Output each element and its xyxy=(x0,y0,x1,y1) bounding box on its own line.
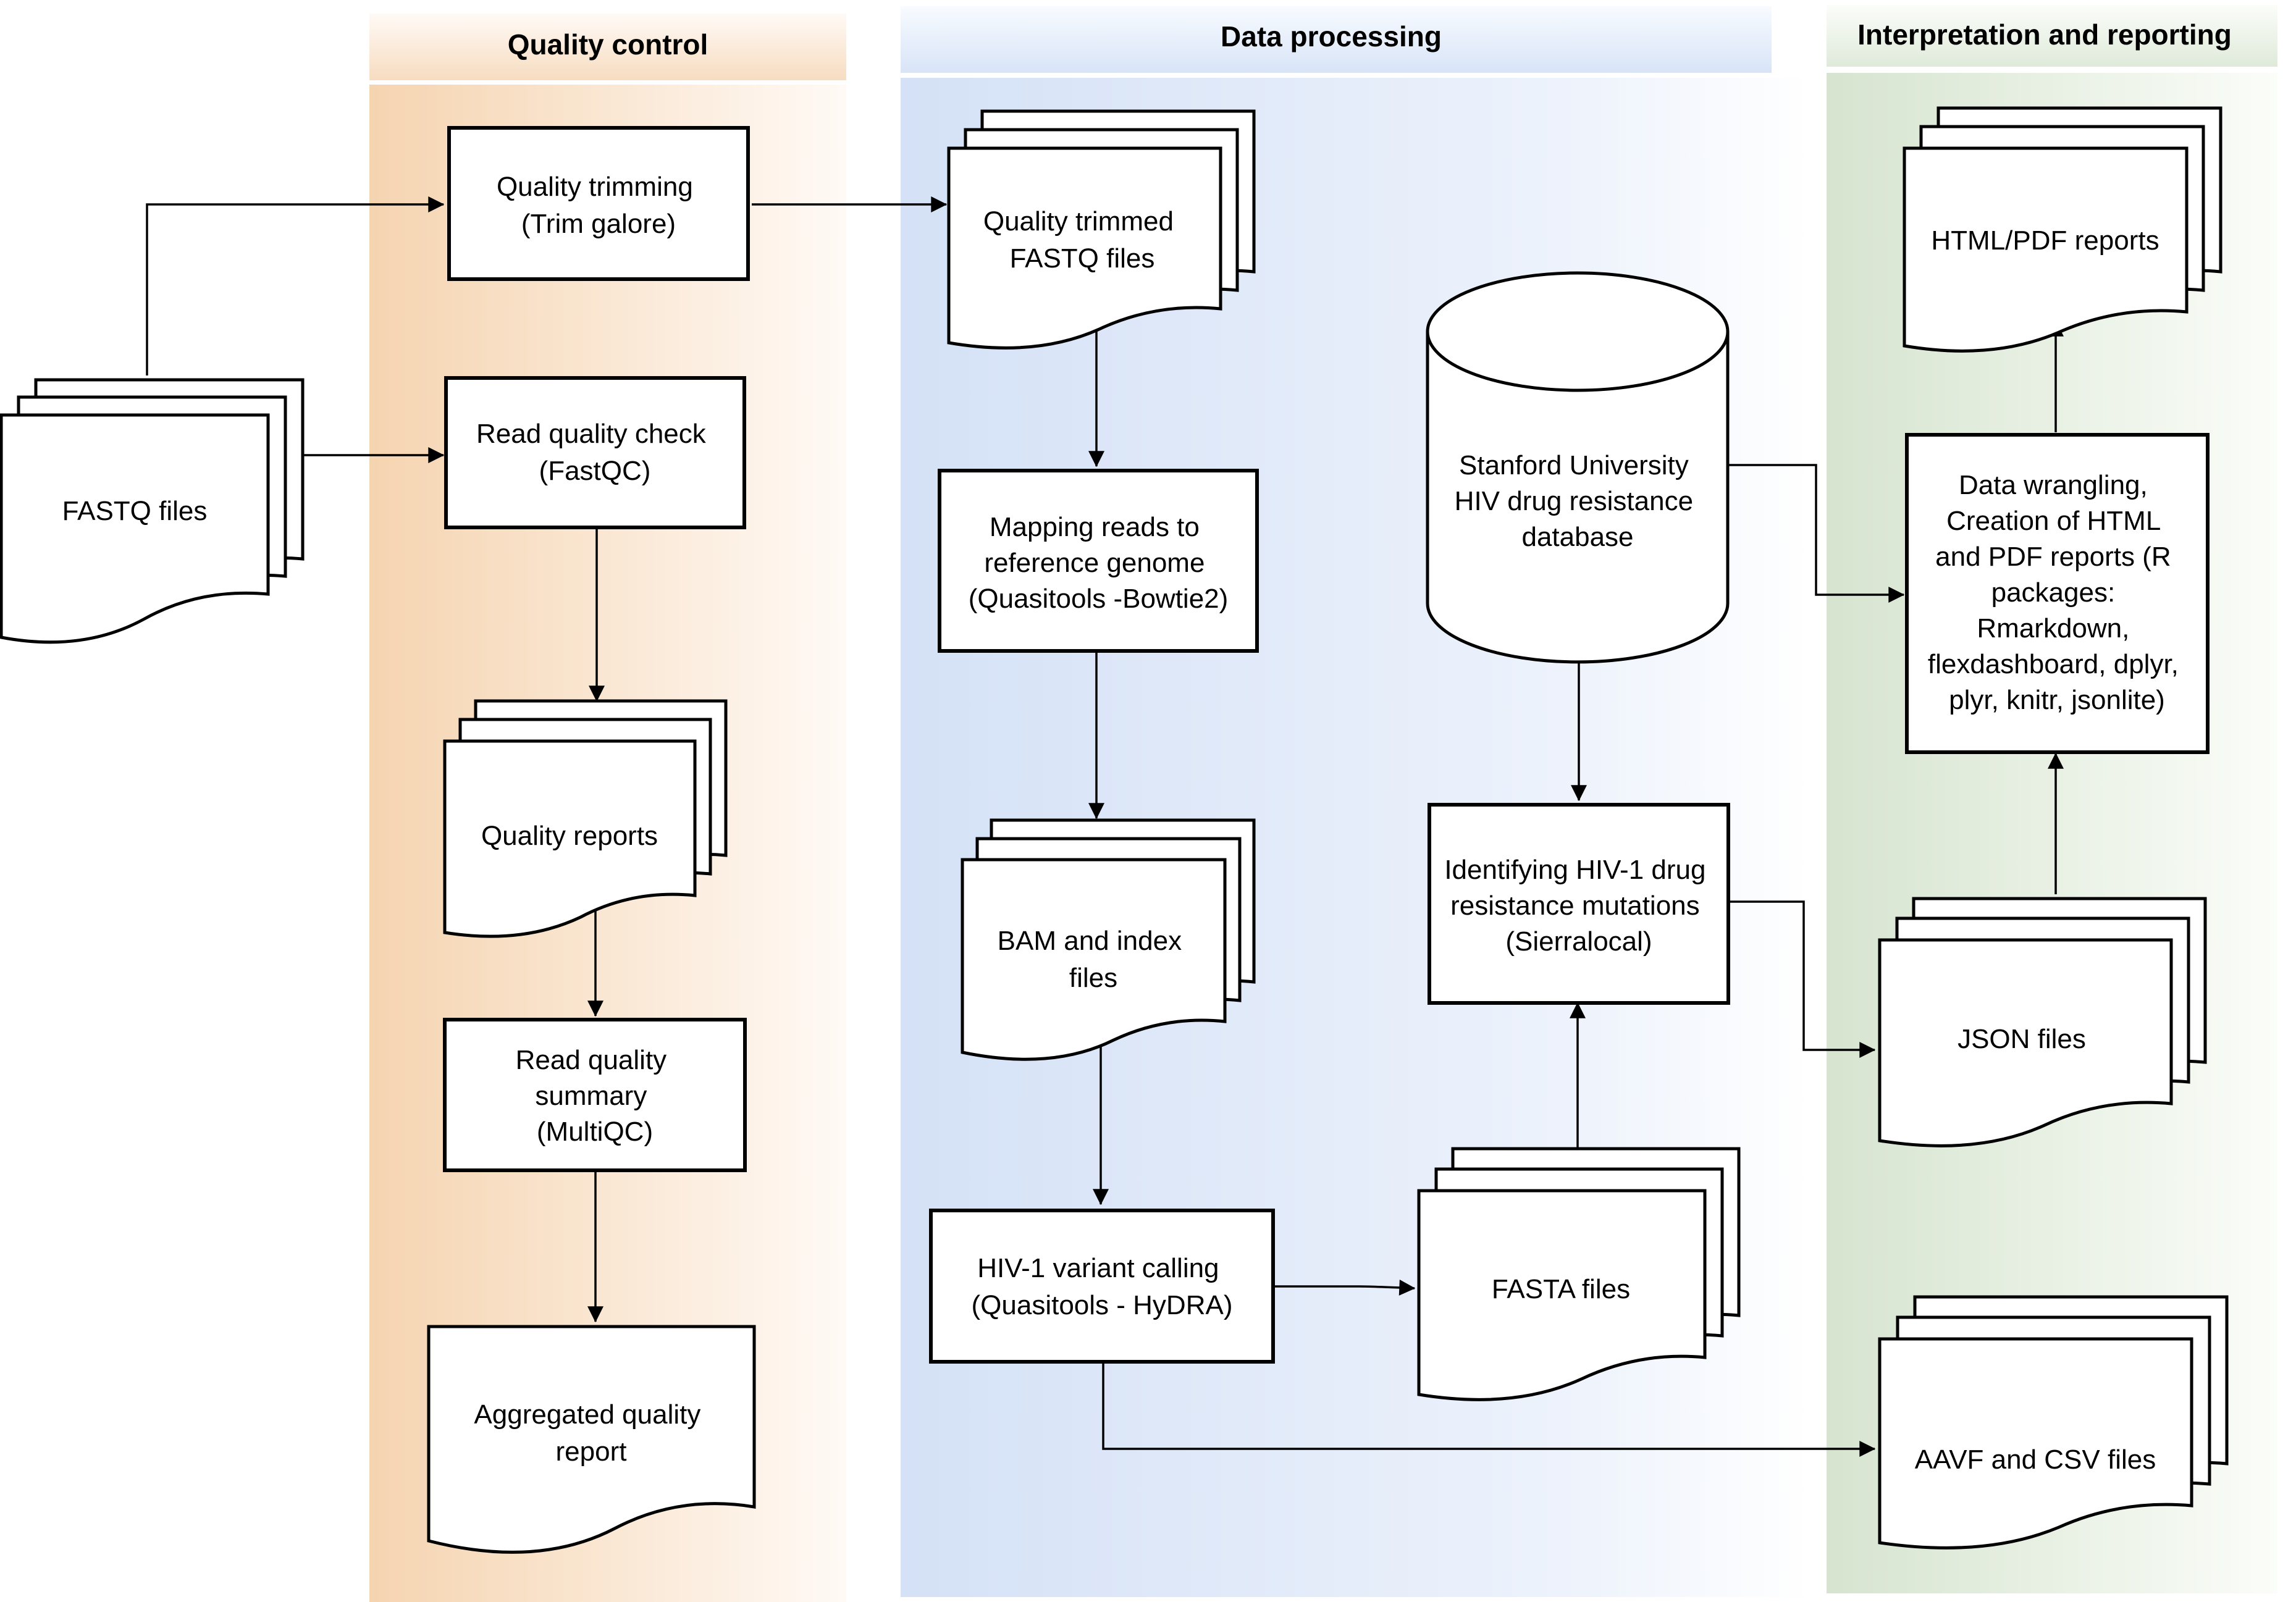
lane-interpretation-title: Interpretation and reporting xyxy=(1857,19,2232,51)
variant-calling-label: HIV-1 variant calling (Quasitools - HyDR… xyxy=(972,1253,1233,1320)
stanford-database-label: Stanford University HIV drug resistance … xyxy=(1455,450,1701,552)
json-files-node: JSON files xyxy=(1878,897,2207,1147)
read-quality-summary-node: Read quality summary (MultiQC) xyxy=(443,1018,747,1172)
quality-reports-label: Quality reports xyxy=(481,821,658,851)
data-wrangling-node: Data wrangling, Creation of HTML and PDF… xyxy=(1905,433,2210,754)
data-wrangling-label: Data wrangling, Creation of HTML and PDF… xyxy=(1928,470,2186,715)
lane-interpretation-header xyxy=(1827,5,2277,67)
quality-reports-node: Quality reports xyxy=(443,699,728,938)
aggregated-quality-report-node: Aggregated quality report xyxy=(427,1325,756,1554)
fasta-files-label: FASTA files xyxy=(1492,1274,1630,1304)
stanford-database-node: Stanford University HIV drug resistance … xyxy=(1426,271,1730,664)
edge-variant-to-aavf xyxy=(1102,1357,1876,1457)
fastq-files-node: FASTQ files xyxy=(0,378,305,644)
quality-trimming-label: Quality trimming (Trim galore) xyxy=(497,172,700,239)
read-quality-check-node: Read quality check (FastQC) xyxy=(444,376,746,529)
aavf-csv-files-node: AAVF and CSV files xyxy=(1878,1295,2229,1550)
lane-quality-control-header xyxy=(369,14,846,80)
quality-trimmed-fastq-node: Quality trimmed FASTQ files xyxy=(947,109,1256,350)
json-files-label: JSON files xyxy=(1957,1024,2086,1054)
variant-calling-node: HIV-1 variant calling (Quasitools - HyDR… xyxy=(929,1209,1275,1364)
edge-identify-to-json xyxy=(1728,900,1876,1058)
edge-fastq-to-trim xyxy=(146,196,445,375)
bam-index-files-node: BAM and index files xyxy=(961,818,1256,1061)
aggregated-quality-report-label: Aggregated quality report xyxy=(474,1399,708,1467)
mapping-reads-label: Mapping reads to reference genome (Quasi… xyxy=(969,512,1229,614)
aavf-csv-files-label: AAVF and CSV files xyxy=(1915,1445,2156,1475)
edge-stanford-to-wrangle xyxy=(1728,464,1905,603)
lane-quality-control-title: Quality control xyxy=(508,28,709,61)
fasta-files-node: FASTA files xyxy=(1417,1147,1741,1401)
read-quality-summary-label: Read quality summary (MultiQC) xyxy=(516,1045,675,1147)
identify-mutations-node: Identifying HIV-1 drug resistance mutati… xyxy=(1428,803,1730,1005)
html-pdf-reports-node: HTML/PDF reports xyxy=(1903,106,2222,353)
bam-index-files-label: BAM and index files xyxy=(998,926,1190,993)
html-pdf-reports-label: HTML/PDF reports xyxy=(1931,225,2159,256)
lane-data-processing-header xyxy=(901,6,1772,73)
quality-trimmed-fastq-label: Quality trimmed FASTQ files xyxy=(983,206,1181,274)
lane-data-processing-title: Data processing xyxy=(1221,20,1442,52)
edge-variant-to-fasta xyxy=(1271,1279,1416,1296)
fastq-files-label: FASTQ files xyxy=(62,496,208,526)
identify-mutations-label: Identifying HIV-1 drug resistance mutati… xyxy=(1444,855,1713,957)
mapping-reads-node: Mapping reads to reference genome (Quasi… xyxy=(938,469,1259,653)
read-quality-check-label: Read quality check (FastQC) xyxy=(476,419,713,486)
quality-trimming-node: Quality trimming (Trim galore) xyxy=(447,126,750,281)
